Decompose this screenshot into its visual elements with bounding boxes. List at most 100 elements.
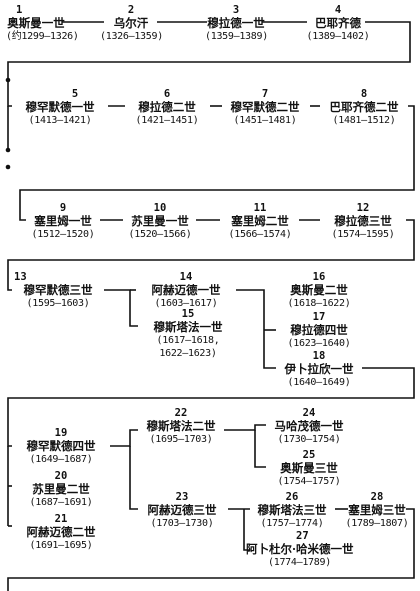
ruler-14-number: 14 (179, 271, 193, 283)
ruler-17-years: (1623—1640) (287, 338, 351, 349)
ruler-27-number: 27 (296, 530, 309, 542)
ruler-9-years: (1512—1520) (31, 229, 95, 240)
ruler-21-name: 阿赫迈德二世 (26, 525, 96, 539)
ruler-3: 3 穆拉德一世 (1359—1389) (205, 4, 268, 43)
ruler-12-number: 12 (356, 202, 370, 214)
ruler-25-years: (1754—1757) (277, 476, 341, 487)
ruler-15: 15 穆斯塔法一世 (1617—1618, 1622—1623) (136, 308, 240, 360)
connector-22-25 (254, 430, 266, 468)
ruler-25: 25 奥斯曼三世 (1754—1757) (262, 449, 356, 488)
ruler-16: 16 奥斯曼二世 (1618—1622) (274, 271, 364, 310)
ruler-13: 13 穆罕默德三世 (1595—1603) (10, 271, 106, 310)
ruler-1-name: 奥斯曼一世 (7, 16, 65, 30)
ruler-2-years: (1326—1359) (100, 31, 163, 42)
ruler-19-years: (1649—1687) (29, 454, 93, 465)
ruler-20-years: (1687—1691) (29, 497, 93, 508)
ruler-25-name: 奥斯曼三世 (280, 461, 338, 475)
ruler-13-name: 穆罕默德三世 (23, 283, 93, 297)
ruler-1: 1 奥斯曼一世 (约1299—1326) (6, 4, 79, 43)
ruler-10: 10 苏里曼一世 (1520—1566) (121, 202, 199, 241)
ruler-18: 18 伊卜拉欣一世 (1640—1649) (274, 350, 364, 389)
ruler-16-name: 奥斯曼二世 (290, 283, 348, 297)
ruler-6-name: 穆拉德二世 (138, 100, 196, 114)
ruler-6: 6 穆拉德二世 (1421—1451) (122, 88, 212, 127)
ruler-26-name: 穆斯塔法三世 (257, 503, 327, 517)
ruler-10-number: 10 (153, 202, 167, 214)
ruler-22-number: 22 (174, 407, 188, 419)
connector-8-9 (19, 105, 415, 221)
ruler-13-number: 13 (14, 271, 27, 283)
ruler-23: 23 阿赫迈德三世 (1703—1730) (134, 491, 230, 530)
ruler-3-number: 3 (232, 4, 240, 16)
ruler-19: 19 穆罕默德四世 (1649—1687) (10, 427, 112, 466)
ruler-7-number: 7 (261, 88, 269, 100)
ruler-26: 26 穆斯塔法三世 (1757—1774) (246, 491, 338, 530)
ruler-28-years: (1789—1807) (345, 518, 409, 529)
ruler-27: 27 阿卜杜尔·哈米德一世 (1774—1789) (246, 530, 412, 569)
ruler-21-years: (1691—1695) (29, 540, 93, 551)
ruler-4-number: 4 (334, 4, 342, 16)
ruler-12: 12 穆拉德三世 (1574—1595) (318, 202, 408, 241)
ruler-4-years: (1389—1402) (306, 31, 370, 42)
ruler-11: 11 塞里姆二世 (1566—1574) (218, 202, 302, 241)
ruler-12-name: 穆拉德三世 (334, 214, 392, 228)
ruler-5-name: 穆罕默德一世 (25, 100, 95, 114)
ruler-5: 5 穆罕默德一世 (1413—1421) (10, 88, 110, 127)
ruler-15-name: 穆斯塔法一世 (153, 320, 223, 334)
ruler-19-number: 19 (54, 427, 68, 439)
ruler-28-name: 塞里姆三世 (348, 503, 406, 517)
ruler-28-number: 28 (370, 491, 384, 503)
ruler-5-number: 5 (71, 88, 79, 100)
ruler-22-name: 穆斯塔法二世 (146, 419, 216, 433)
ruler-14-name: 阿赫迈德一世 (151, 283, 221, 297)
ruler-26-number: 26 (285, 491, 299, 503)
interregnum-dot-3 (5, 164, 11, 170)
ruler-18-number: 18 (312, 350, 326, 362)
ruler-11-years: (1566—1574) (228, 229, 292, 240)
ruler-21-number: 21 (54, 513, 68, 525)
ruler-7: 7 穆罕默德二世 (1451—1481) (218, 88, 312, 127)
ruler-22: 22 穆斯塔法二世 (1695—1703) (134, 407, 228, 446)
ruler-4: 4 巴耶齐德 (1389—1402) (305, 4, 371, 43)
ruler-12-years: (1574—1595) (331, 229, 395, 240)
ruler-17-name: 穆拉德四世 (290, 323, 348, 337)
ruler-1-years: (约1299—1326) (6, 31, 79, 42)
ruler-16-number: 16 (312, 271, 326, 283)
connector-22-24 (224, 424, 266, 431)
connector-12-13 (7, 219, 415, 291)
ruler-20-name: 苏里曼二世 (32, 482, 90, 496)
ruler-4-name: 巴耶齐德 (315, 16, 361, 30)
ruler-3-name: 穆拉德一世 (207, 16, 265, 30)
ruler-8: 8 巴耶齐德二世 (1481—1512) (318, 88, 410, 127)
ruler-24: 24 马哈茂德一世 (1730—1754) (262, 407, 356, 446)
ruler-5-years: (1413—1421) (28, 115, 92, 126)
ruler-9-number: 9 (59, 202, 67, 214)
ruler-20-number: 20 (54, 470, 68, 482)
ruler-11-name: 塞里姆二世 (231, 214, 289, 228)
ruler-14-years: (1603—1617) (154, 298, 218, 309)
ruler-1-number: 1 (16, 4, 23, 16)
ruler-9-name: 塞里姆一世 (34, 214, 92, 228)
ruler-17: 17 穆拉德四世 (1623—1640) (274, 311, 364, 350)
ruler-10-years: (1520—1566) (128, 229, 192, 240)
ruler-8-years: (1481—1512) (332, 115, 396, 126)
ruler-13-years: (1595—1603) (26, 298, 90, 309)
connector-13-14-15 (104, 289, 138, 327)
ruler-23-number: 23 (175, 491, 189, 503)
connector-14-16-17-18 (236, 289, 276, 369)
ruler-23-years: (1703—1730) (150, 518, 214, 529)
ruler-20: 20 苏里曼二世 (1687—1691) (10, 470, 112, 509)
ruler-2: 2 乌尔汗 (1326—1359) (100, 4, 163, 43)
ruler-2-number: 2 (127, 4, 135, 16)
ruler-15-years: (1617—1618, 1622—1623) (156, 335, 220, 359)
ruler-17-number: 17 (312, 311, 326, 323)
connector-4-interregnum (7, 21, 411, 80)
ruler-15-number: 15 (181, 308, 195, 320)
ruler-25-number: 25 (302, 449, 316, 461)
ruler-11-number: 11 (253, 202, 267, 214)
ruler-26-years: (1757—1774) (260, 518, 324, 529)
ruler-10-name: 苏里曼一世 (131, 214, 189, 228)
connector-28-continuation (7, 508, 415, 591)
